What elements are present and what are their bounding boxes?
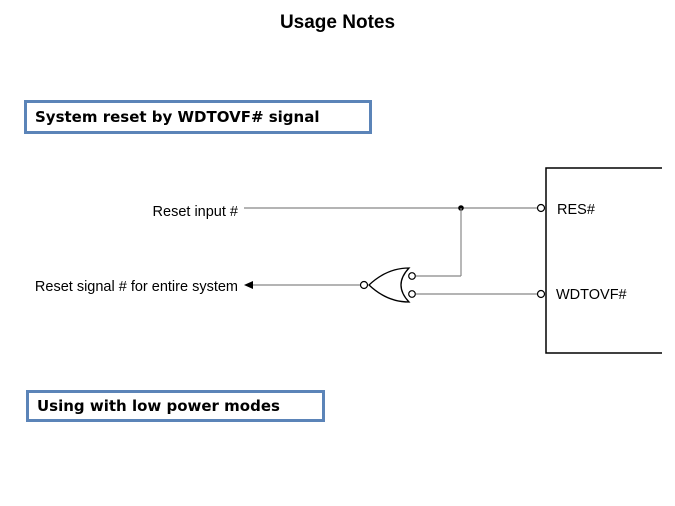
section-heading-low-power: Using with low power modes xyxy=(26,390,325,422)
arrowhead-left-icon xyxy=(244,281,253,289)
label-reset-input: Reset input # xyxy=(153,204,238,220)
section-heading-label: Using with low power modes xyxy=(37,397,280,415)
label-reset-signal: Reset signal # for entire system xyxy=(35,279,238,295)
or-gate-body xyxy=(368,267,411,303)
gate-output-bubble xyxy=(359,280,369,290)
page-title: Usage Notes xyxy=(279,12,396,33)
section-heading-label: System reset by WDTOVF# signal xyxy=(35,108,320,126)
label-res-pin: RES# xyxy=(557,202,595,218)
gate-input-bubble-upper xyxy=(408,272,416,280)
label-wdtovf-pin: WDTOVF# xyxy=(556,287,627,303)
chip-outline xyxy=(545,167,662,354)
wdtovf-pin-bubble xyxy=(536,289,546,299)
section-heading-system-reset: System reset by WDTOVF# signal xyxy=(24,100,372,134)
gate-input-bubble-lower xyxy=(408,290,416,298)
res-pin-bubble xyxy=(536,203,546,213)
